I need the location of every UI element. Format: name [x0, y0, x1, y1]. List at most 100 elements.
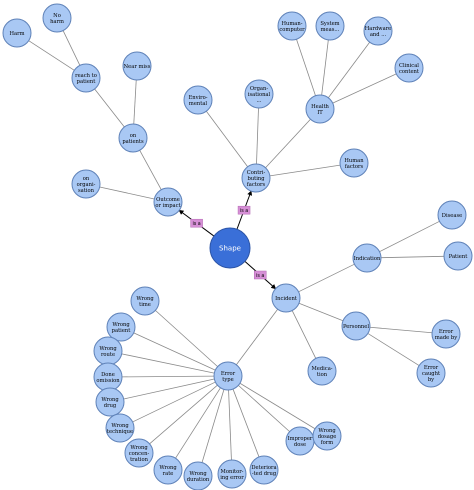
- node-circle[interactable]: [394, 53, 424, 83]
- node-circle[interactable]: [443, 241, 473, 271]
- node-label: sation: [78, 188, 95, 194]
- node-circle[interactable]: [95, 387, 125, 417]
- node-label: Error: [424, 365, 439, 371]
- node-label: patient: [77, 79, 97, 85]
- node-near-miss[interactable]: Near miss: [122, 51, 152, 81]
- is-a-badge-incident: is a: [253, 270, 267, 280]
- edge-reach-to-patient: [94, 88, 125, 128]
- node-circle[interactable]: [363, 16, 393, 46]
- node-monitoring-error[interactable]: Monitor-ing error: [217, 459, 247, 489]
- node-label: System: [320, 21, 339, 27]
- node-label: content: [399, 69, 420, 75]
- node-circle[interactable]: [71, 169, 101, 199]
- node-circle[interactable]: [42, 3, 72, 33]
- node-deteriorated-drug[interactable]: Deteriora-ted drug: [249, 455, 279, 485]
- node-label: Monitor-: [221, 469, 244, 475]
- node-hardware[interactable]: Hardwareand ...: [363, 16, 393, 46]
- node-label: IT: [317, 110, 323, 116]
- node-indication[interactable]: Indication: [352, 243, 382, 273]
- node-circle[interactable]: [315, 11, 345, 41]
- node-circle[interactable]: [244, 79, 274, 109]
- node-medication[interactable]: Medica-tion: [307, 356, 337, 386]
- node-circle[interactable]: [339, 148, 369, 178]
- node-label: Disease: [442, 213, 462, 219]
- node-circle[interactable]: [2, 18, 32, 48]
- node-circle[interactable]: [241, 163, 271, 193]
- node-circle[interactable]: [271, 283, 301, 313]
- node-circle[interactable]: [105, 413, 135, 443]
- node-circle[interactable]: [437, 200, 467, 230]
- node-environmental[interactable]: Enviro-mental: [183, 85, 213, 115]
- edge-no-harm: [62, 30, 81, 66]
- node-circle[interactable]: [416, 358, 446, 388]
- node-organisational[interactable]: Organ-isational...: [244, 79, 274, 109]
- node-circle[interactable]: [118, 123, 148, 153]
- edge-near-miss: [133, 79, 137, 125]
- node-circle[interactable]: [153, 455, 183, 485]
- node-circle[interactable]: [183, 85, 213, 115]
- node-disease[interactable]: Disease: [437, 200, 467, 230]
- node-circle[interactable]: [124, 438, 154, 468]
- node-human-computer[interactable]: Human-computer: [277, 11, 307, 41]
- node-circle[interactable]: [122, 51, 152, 81]
- node-label: caught: [422, 371, 441, 377]
- node-circle[interactable]: [71, 63, 101, 93]
- node-circle[interactable]: [277, 11, 307, 41]
- node-circle[interactable]: [249, 455, 279, 485]
- node-circle[interactable]: [305, 94, 335, 124]
- node-label: patients: [122, 139, 144, 145]
- node-label: Wrong: [136, 296, 154, 302]
- node-center[interactable]: Shape: [209, 227, 251, 269]
- node-circle[interactable]: [213, 361, 243, 391]
- node-label: ing error: [220, 475, 244, 481]
- node-patient[interactable]: Patient: [443, 241, 473, 271]
- node-circle[interactable]: [106, 312, 136, 342]
- node-label: dosage: [318, 434, 337, 440]
- node-label: Near miss: [124, 64, 151, 70]
- node-label: factors: [345, 164, 364, 170]
- node-circle[interactable]: [307, 356, 337, 386]
- node-circle[interactable]: [130, 286, 160, 316]
- node-circle[interactable]: [312, 421, 342, 451]
- node-circle[interactable]: [431, 319, 461, 349]
- node-harm[interactable]: Harm: [2, 18, 32, 48]
- node-label: Wrong: [159, 465, 177, 471]
- is-a-badge-text: is a: [240, 208, 248, 214]
- node-circle[interactable]: [341, 311, 371, 341]
- node-circle[interactable]: [209, 227, 251, 269]
- node-circle[interactable]: [352, 243, 382, 273]
- edge-organisational: [256, 107, 259, 165]
- node-personnel[interactable]: Personnel: [341, 311, 371, 341]
- node-circle[interactable]: [217, 459, 247, 489]
- node-circle[interactable]: [183, 461, 213, 490]
- node-label[interactable]: Incident: [271, 283, 301, 313]
- node-label: on: [130, 133, 137, 139]
- edge-error-type: [236, 308, 278, 366]
- edge-human-computer: [296, 39, 316, 96]
- node-circle[interactable]: [153, 187, 183, 217]
- node-system-meas[interactable]: Systemmeas...: [315, 11, 345, 41]
